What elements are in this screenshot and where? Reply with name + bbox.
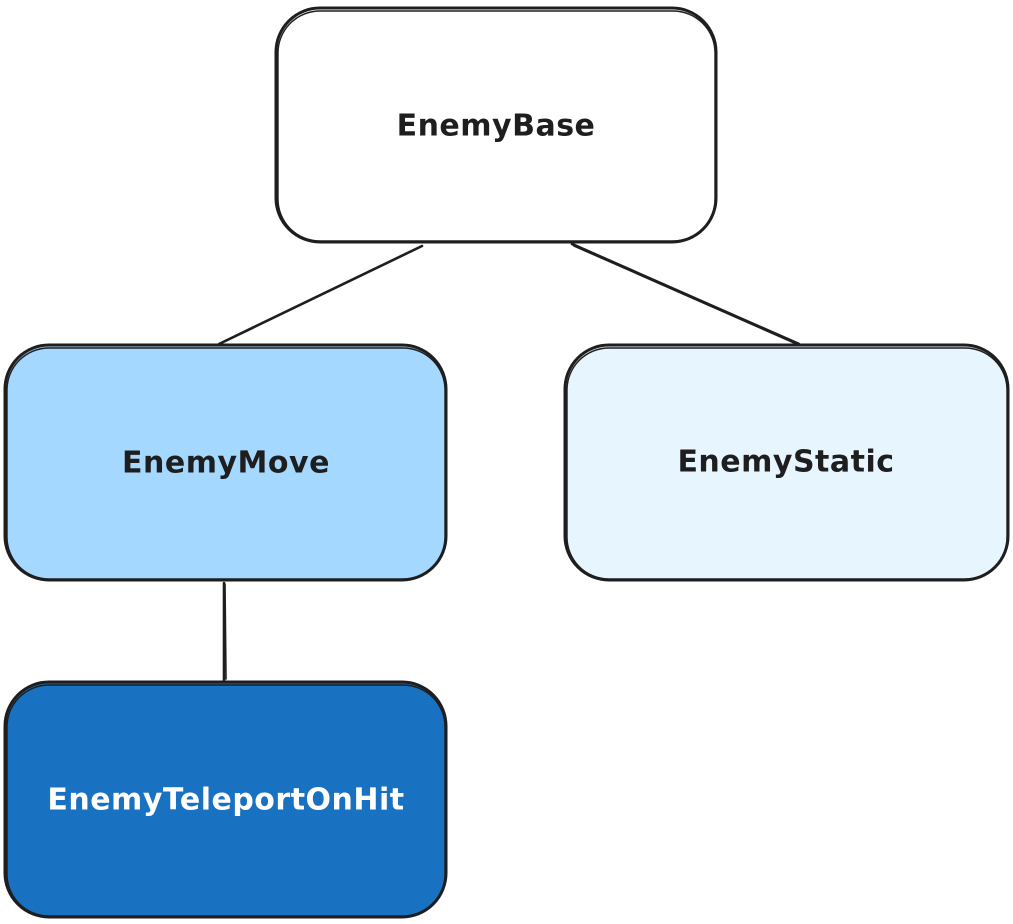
node-enemy-base-box bbox=[274, 6, 718, 244]
node-enemy-teleport-on-hit-label: EnemyTeleportOnHit bbox=[47, 783, 404, 818]
node-enemy-teleport-on-hit-box bbox=[3, 680, 448, 919]
connectors bbox=[217, 242, 802, 682]
node-enemy-move[interactable]: EnemyMove bbox=[3, 343, 448, 582]
node-enemy-static-label: EnemyStatic bbox=[677, 445, 894, 480]
node-enemy-move-label: EnemyMove bbox=[122, 446, 330, 481]
edge-base-to-move bbox=[217, 244, 424, 346]
node-enemy-base-label: EnemyBase bbox=[397, 109, 596, 144]
node-enemy-move-box bbox=[3, 343, 448, 582]
edge-base-to-static bbox=[570, 242, 802, 347]
node-enemy-base[interactable]: EnemyBase bbox=[274, 6, 718, 244]
edge-move-to-teleport bbox=[222, 581, 227, 682]
node-enemy-static[interactable]: EnemyStatic bbox=[563, 343, 1010, 582]
node-enemy-teleport-on-hit[interactable]: EnemyTeleportOnHit bbox=[3, 680, 448, 919]
node-enemy-static-box bbox=[563, 343, 1010, 582]
